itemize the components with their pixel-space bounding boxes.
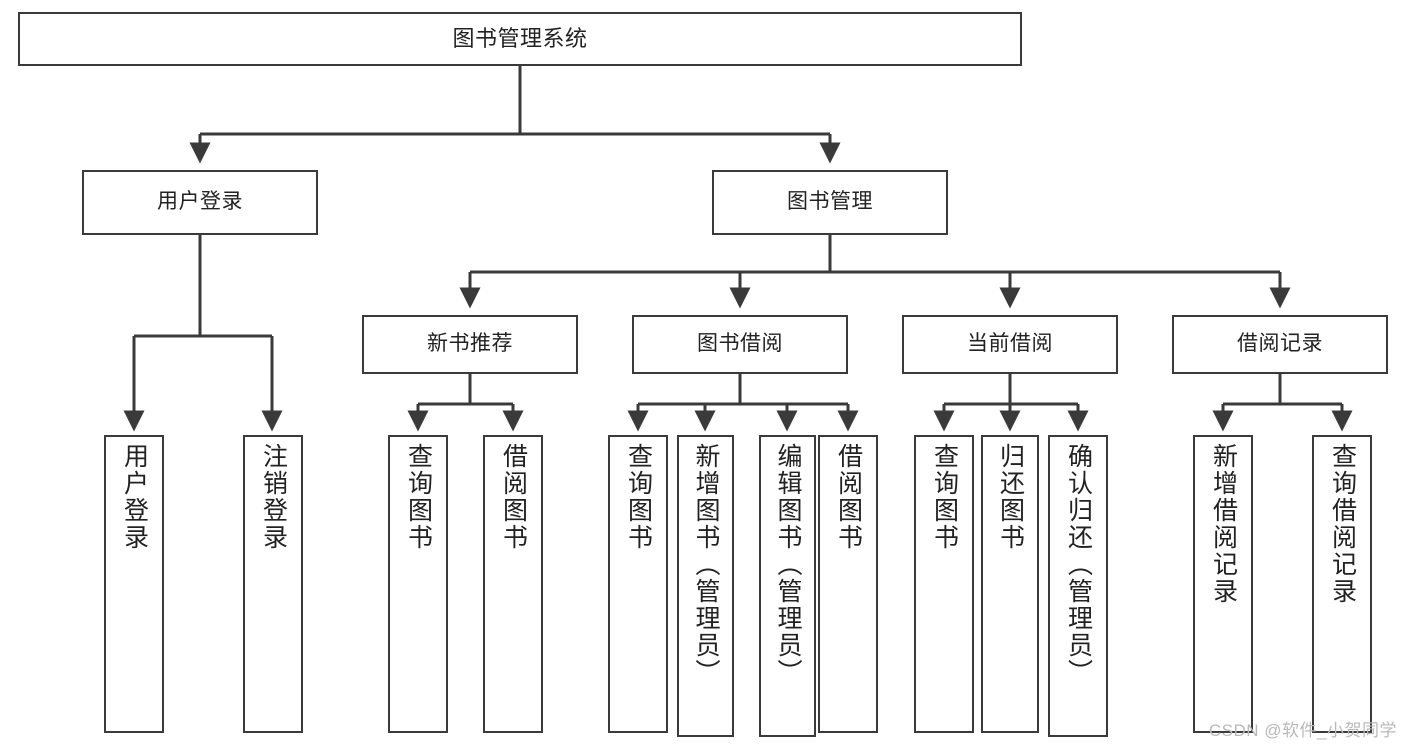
leaf-return-book[interactable]: 归还图书: [981, 435, 1039, 733]
leaf-return-book-label: 归还图书: [996, 443, 1025, 551]
leaf-add-book-admin[interactable]: 新增图书（管理员）: [677, 435, 734, 737]
leaf-confirm-return-admin-label: 确认归还（管理员）: [1064, 443, 1093, 686]
leaf-logout-label: 注销登录: [259, 443, 288, 551]
node-root-label: 图书管理系统: [452, 26, 588, 52]
leaf-confirm-return-admin[interactable]: 确认归还（管理员）: [1048, 435, 1108, 737]
leaf-query-book-3[interactable]: 查询图书: [914, 435, 974, 733]
node-user-login-label: 用户登录: [157, 190, 243, 214]
node-book-borrow-label: 图书借阅: [697, 332, 783, 356]
node-root[interactable]: 图书管理系统: [18, 12, 1022, 66]
node-new-book-recommend[interactable]: 新书推荐: [362, 315, 578, 374]
node-current-borrow[interactable]: 当前借阅: [902, 315, 1118, 374]
node-new-book-recommend-label: 新书推荐: [427, 332, 513, 356]
leaf-borrow-book-1-label: 借阅图书: [499, 443, 528, 551]
leaf-borrow-book-1[interactable]: 借阅图书: [483, 435, 543, 733]
node-borrow-record[interactable]: 借阅记录: [1172, 315, 1388, 374]
leaf-edit-book-admin[interactable]: 编辑图书（管理员）: [759, 435, 816, 737]
leaf-user-login[interactable]: 用户登录: [104, 435, 164, 733]
leaf-edit-book-admin-label: 编辑图书（管理员）: [774, 443, 802, 686]
watermark: CSDN @软件_小贺同学: [1208, 721, 1397, 740]
leaf-add-borrow-record[interactable]: 新增借阅记录: [1193, 435, 1253, 733]
leaf-add-borrow-record-label: 新增借阅记录: [1209, 443, 1238, 605]
node-book-borrow[interactable]: 图书借阅: [632, 315, 848, 374]
leaf-add-book-admin-label: 新增图书（管理员）: [692, 443, 720, 686]
leaf-borrow-book-2-label: 借阅图书: [834, 443, 863, 551]
leaf-query-book-1[interactable]: 查询图书: [388, 435, 448, 733]
node-book-manage-label: 图书管理: [787, 190, 873, 214]
node-borrow-record-label: 借阅记录: [1237, 332, 1323, 356]
leaf-query-borrow-record-label: 查询借阅记录: [1328, 443, 1357, 605]
leaf-logout[interactable]: 注销登录: [243, 435, 303, 733]
leaf-query-borrow-record[interactable]: 查询借阅记录: [1312, 435, 1372, 733]
leaf-query-book-2-label: 查询图书: [624, 443, 653, 551]
leaf-query-book-3-label: 查询图书: [930, 443, 959, 551]
leaf-query-book-2[interactable]: 查询图书: [608, 435, 668, 733]
node-current-borrow-label: 当前借阅: [967, 332, 1053, 356]
node-user-login[interactable]: 用户登录: [82, 170, 318, 235]
leaf-query-book-1-label: 查询图书: [404, 443, 433, 551]
leaf-user-login-label: 用户登录: [120, 443, 149, 551]
leaf-borrow-book-2[interactable]: 借阅图书: [818, 435, 878, 733]
node-book-manage[interactable]: 图书管理: [712, 170, 948, 235]
